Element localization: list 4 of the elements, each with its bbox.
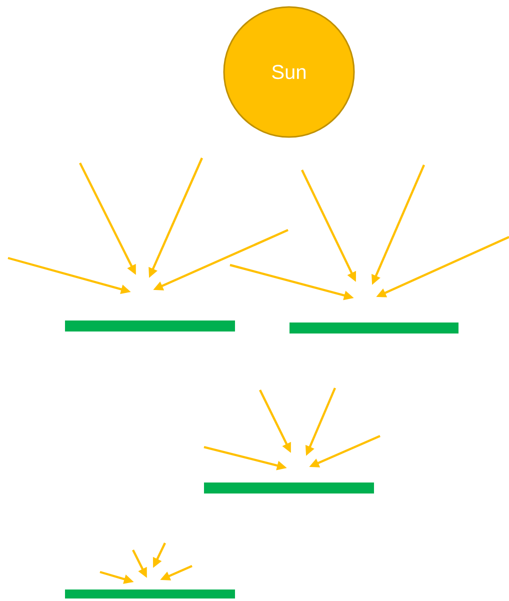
ground-bar [290,322,458,334]
ground-bar [204,482,374,494]
ground-bar [65,590,235,598]
ground-bar [65,320,235,332]
